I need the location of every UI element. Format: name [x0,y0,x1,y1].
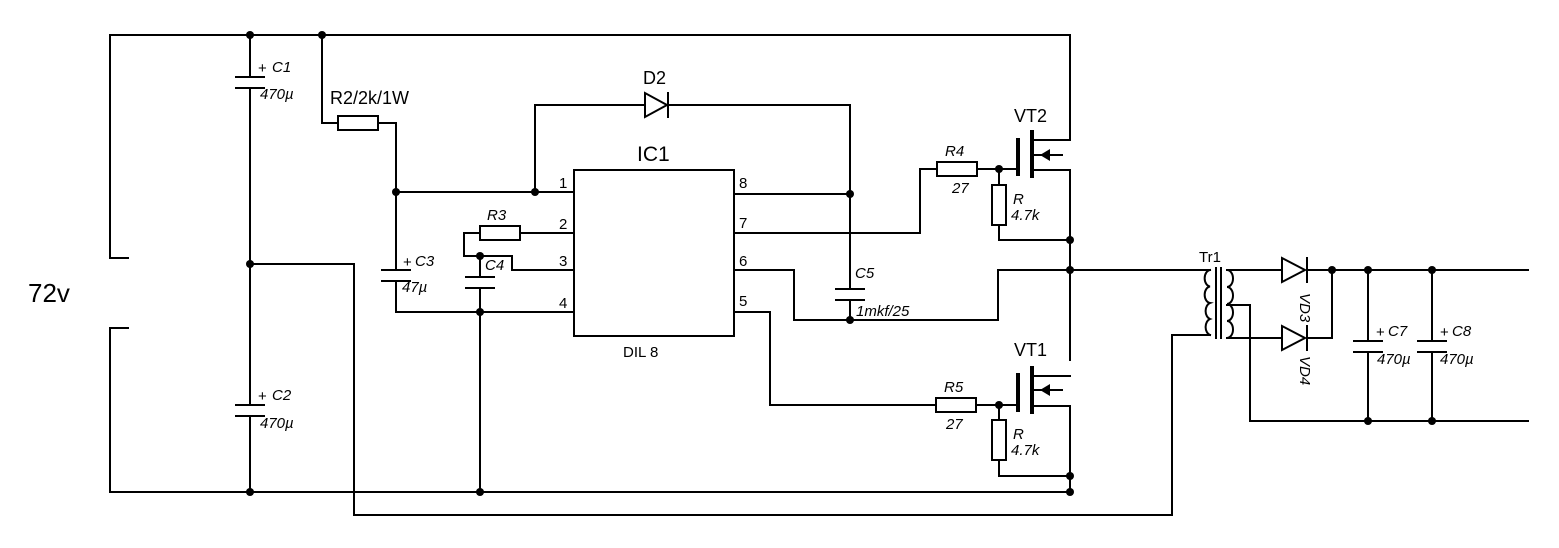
capacitor-c4: C4 [465,257,504,289]
capacitor-c8-value: 470µ [1440,351,1474,368]
resistor-r5: R5 27 [935,379,977,433]
ic1-pin-6: 6 [739,253,747,270]
mosfet-vt2: VT2 [1014,106,1063,178]
ic1-pin-5: 5 [739,293,747,310]
mosfet-vt1: VT1 [1014,340,1063,414]
capacitor-polarity-mark: + [258,60,267,77]
resistor-r-top: R 4.7k [991,184,1041,226]
transformer-tr1-label: Tr1 [1199,249,1221,266]
diode-vd3: VD3 [1281,256,1313,323]
capacitor-c3-name: C3 [415,253,435,270]
capacitor-c5-value: 1mkf/25 [856,303,910,320]
diode-vd4: VD4 [1281,324,1313,385]
capacitor-c7: + C7 470µ [1353,323,1411,368]
capacitor-polarity-mark: + [1440,324,1449,341]
junction-dot [1066,472,1074,480]
capacitor-c4-name: C4 [485,257,504,274]
junction-dot [1428,417,1436,425]
junction-dot [846,316,854,324]
capacitor-c3-value: 47µ [402,279,427,296]
resistor-r-bottom-name: R [1013,426,1024,443]
wires [109,34,1529,516]
resistor-r-top-name: R [1013,191,1024,208]
junction-dot [392,188,400,196]
resistor-r-top-value: 4.7k [1011,207,1041,224]
resistor-r2: R2/2k/1W [330,88,409,131]
junction-dot [995,401,1003,409]
junction-dot [531,188,539,196]
capacitor-c3: + C3 47µ [381,253,435,296]
resistor-r-bottom-value: 4.7k [1011,442,1041,459]
junction-dot [246,31,254,39]
mosfet-vt2-label: VT2 [1014,106,1047,126]
junction-dot [1328,266,1336,274]
capacitor-c8-name: C8 [1452,323,1472,340]
ic1-pin-7: 7 [739,215,747,232]
junction-dot [995,165,1003,173]
junction-dot [476,488,484,496]
junction-dot [246,260,254,268]
junction-dot [318,31,326,39]
diode-vd4-label: VD4 [1296,356,1313,385]
ic1-pin-3: 3 [559,253,567,270]
mosfet-vt1-label: VT1 [1014,340,1047,360]
junction-dot [1066,488,1074,496]
transformer-tr1: Tr1 [1199,249,1234,340]
capacitor-c2: + C2 470µ [235,387,294,432]
capacitor-polarity-mark: + [258,388,267,405]
ic1-pin-1: 1 [559,175,567,192]
diode-vd3-label: VD3 [1296,293,1313,323]
capacitor-c2-name: C2 [272,387,292,404]
resistor-r4: R4 27 [936,143,978,197]
ic1-pin-8: 8 [739,175,747,192]
junction-dot [1364,266,1372,274]
junction-dot [1066,266,1074,274]
capacitor-c1: + C1 470µ [235,59,294,103]
resistor-r4-name: R4 [945,143,964,160]
ic1-pin-2: 2 [559,216,567,233]
capacitor-c2-value: 470µ [260,415,294,432]
resistor-r-bottom: R 4.7k [991,419,1041,461]
resistor-r5-name: R5 [944,379,964,396]
capacitor-c7-value: 470µ [1377,351,1411,368]
resistor-r2-label: R2/2k/1W [330,88,409,108]
capacitor-polarity-mark: + [403,254,412,271]
diode-d2-label: D2 [643,68,666,88]
junction-dot [476,308,484,316]
supply-voltage-label: 72v [28,278,70,308]
capacitor-c5: C5 1mkf/25 [835,265,910,320]
capacitor-c1-name: C1 [272,59,291,76]
capacitor-c1-value: 470µ [260,86,294,103]
resistor-r3-label: R3 [487,207,507,224]
junction-dot [1066,236,1074,244]
junction-dot [476,252,484,260]
capacitor-c8: + C8 470µ [1417,323,1474,368]
junction-dot [1364,417,1372,425]
resistor-r3: R3 [479,207,521,241]
diode-d2: D2 [643,68,670,119]
ic1-pin-4: 4 [559,295,567,312]
capacitor-c7-name: C7 [1388,323,1408,340]
ic1: IC1 DIL 8 1 2 3 4 5 6 7 8 [559,143,747,361]
junction-dot [846,190,854,198]
capacitor-c5-name: C5 [855,265,875,282]
ic1-package: DIL 8 [623,344,658,361]
resistor-r5-value: 27 [945,416,963,433]
junctions [246,31,1436,496]
resistor-r4-value: 27 [951,180,969,197]
ic1-name: IC1 [637,143,670,166]
junction-dot [246,488,254,496]
capacitor-polarity-mark: + [1376,324,1385,341]
junction-dot [1428,266,1436,274]
